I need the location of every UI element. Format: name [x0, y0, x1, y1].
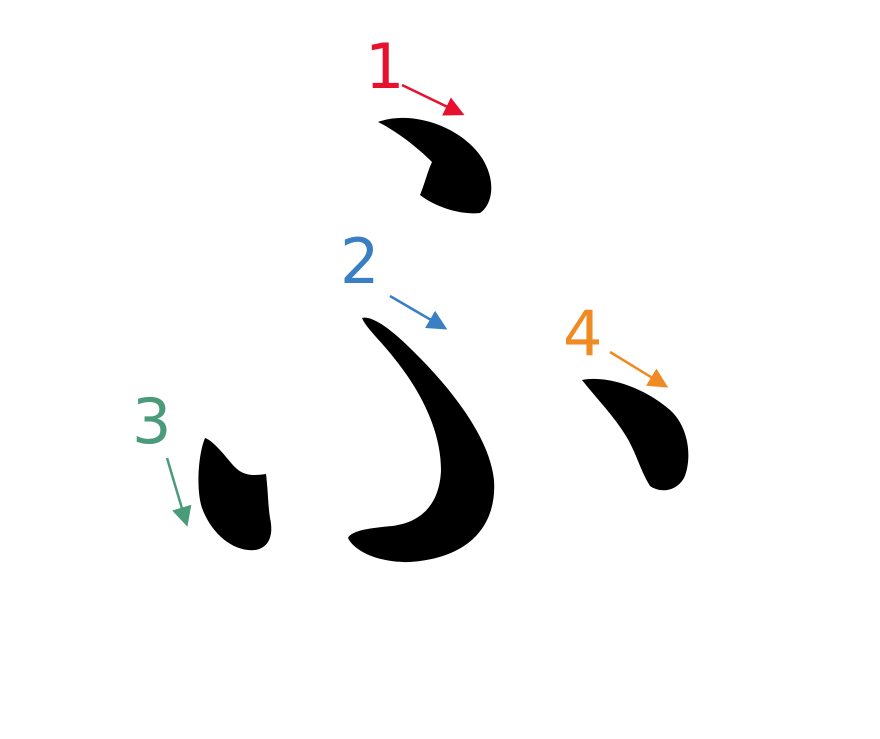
stroke-4-number: 4: [563, 297, 602, 370]
stroke-4-group: 4: [563, 297, 689, 491]
stroke-3-number: 3: [132, 385, 171, 458]
stroke-2-group: 2: [340, 225, 495, 563]
stroke-2-arrow: [389, 294, 448, 330]
stroke-2-shape: [348, 317, 495, 563]
stroke-1-group: 1: [365, 30, 492, 214]
stroke-1-shape: [378, 117, 492, 214]
stroke-3-shape: [198, 438, 272, 551]
stroke-1-arrow: [401, 83, 465, 116]
stroke-3-arrow: [165, 457, 192, 527]
stroke-3-group: 3: [132, 385, 272, 551]
stroke-4-shape: [582, 378, 689, 491]
stroke-4-arrow: [609, 350, 669, 388]
stroke-1-number: 1: [365, 30, 404, 103]
stroke-2-number: 2: [340, 225, 379, 298]
